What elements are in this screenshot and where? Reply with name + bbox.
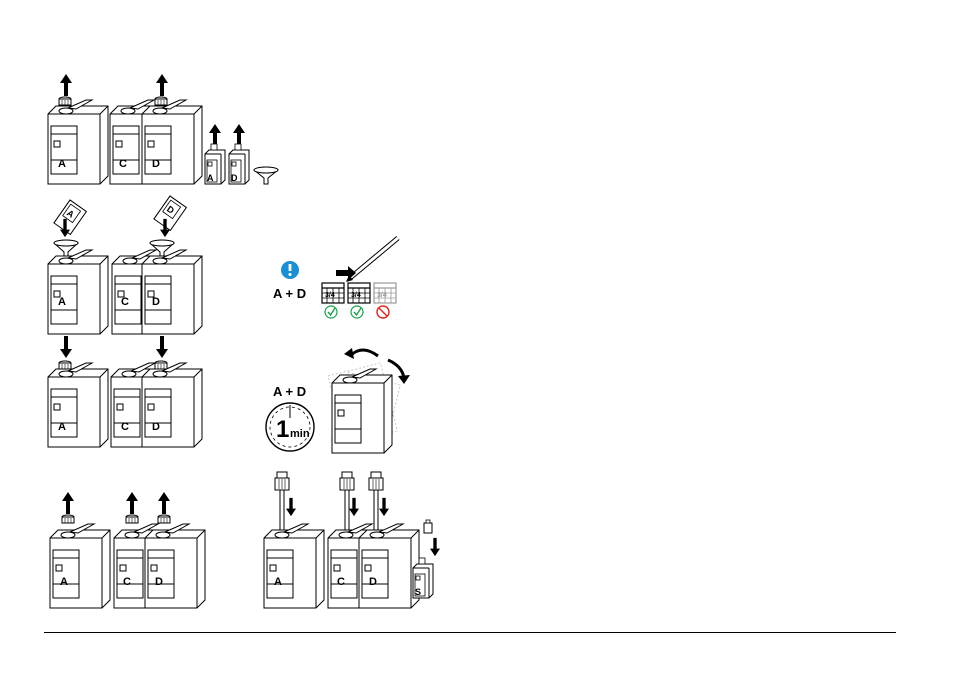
arrow-down-icon — [286, 498, 296, 516]
small-bottle-s-label: S — [415, 587, 421, 597]
cap-icon — [158, 515, 170, 523]
canister-c-label: C — [337, 576, 345, 588]
arrow-up-icon — [233, 124, 245, 146]
calendar-mark: 3/4 — [351, 292, 361, 299]
canister-d — [142, 100, 202, 184]
cap-icon — [59, 97, 71, 105]
canister-a — [48, 250, 108, 334]
step-insert-tubes: A C D A C D S — [50, 472, 440, 608]
canister-c-label: C — [121, 296, 129, 308]
arrow-up-icon — [126, 492, 138, 514]
arrow-down-icon — [430, 538, 440, 556]
shake-canister — [328, 348, 410, 453]
small-bottle-d-label: D — [231, 173, 238, 183]
tilted-bottle-a: A — [54, 200, 86, 234]
step-remove-caps: A C D A D — [48, 74, 278, 184]
checkmark-icon — [351, 306, 363, 318]
canister-d-label: D — [369, 576, 377, 588]
arrow-down-icon — [156, 336, 168, 358]
forbidden-icon — [377, 306, 389, 318]
cap-icon — [59, 361, 71, 369]
canister-a — [48, 100, 108, 184]
timer-unit: min — [290, 428, 310, 440]
canister-d-label: D — [155, 576, 163, 588]
arrow-up-icon — [156, 74, 168, 96]
canister-d — [142, 363, 202, 447]
canister-d — [145, 524, 205, 608]
canister-c-label: C — [123, 576, 131, 588]
pencil-icon — [346, 238, 398, 282]
checkmark-icon — [325, 306, 337, 318]
canister-a-label: A — [274, 576, 282, 588]
date-note: A + D 3/4 3/4 3/4 — [273, 238, 398, 318]
canister-a-label: A — [58, 421, 66, 433]
step-pour-reagents: A A D C D A + D — [48, 196, 398, 334]
canister-d-label: D — [152, 158, 160, 170]
funnel-icon — [254, 167, 278, 184]
arrow-down-icon — [379, 498, 389, 516]
canister-a — [48, 363, 108, 447]
mix-label: A + D — [273, 384, 306, 399]
tilted-bottle-d: D — [154, 196, 186, 230]
rotate-arrow-icon — [350, 350, 378, 356]
canister-a — [50, 524, 110, 608]
canister-a — [264, 524, 324, 608]
canister-d-label: D — [152, 296, 160, 308]
canister-d-label: D — [152, 421, 160, 433]
arrow-up-icon — [209, 124, 221, 146]
canister-c-label: C — [121, 421, 129, 433]
canister-a-label: A — [58, 158, 66, 170]
canister-a-label: A — [60, 576, 68, 588]
cap-icon — [62, 515, 74, 523]
footer-rule — [44, 632, 896, 633]
timer-value: 1 — [276, 416, 289, 443]
step-close-caps: A C D A + D 1 min — [48, 336, 410, 453]
small-cap-icon — [424, 520, 432, 533]
canister-c-label: C — [119, 158, 127, 170]
calendar-mark: 3/4 — [377, 292, 387, 299]
cap-icon — [155, 361, 167, 369]
canister-shaking — [332, 369, 392, 453]
canister-d — [359, 524, 419, 608]
arrow-down-icon — [349, 498, 359, 516]
arrow-up-icon — [62, 492, 74, 514]
arrow-up-icon — [60, 74, 72, 96]
arrow-up-icon — [158, 492, 170, 514]
calendar-mark: 3/4 — [325, 292, 335, 299]
canister-d — [142, 250, 202, 334]
mix-label: A + D — [273, 286, 306, 301]
canister-a-label: A — [58, 296, 66, 308]
timer-icon: 1 min — [266, 403, 314, 451]
cap-icon — [155, 97, 167, 105]
arrow-down-icon — [60, 336, 72, 358]
cap-icon — [126, 515, 138, 523]
small-bottle-a-label: A — [207, 173, 214, 183]
